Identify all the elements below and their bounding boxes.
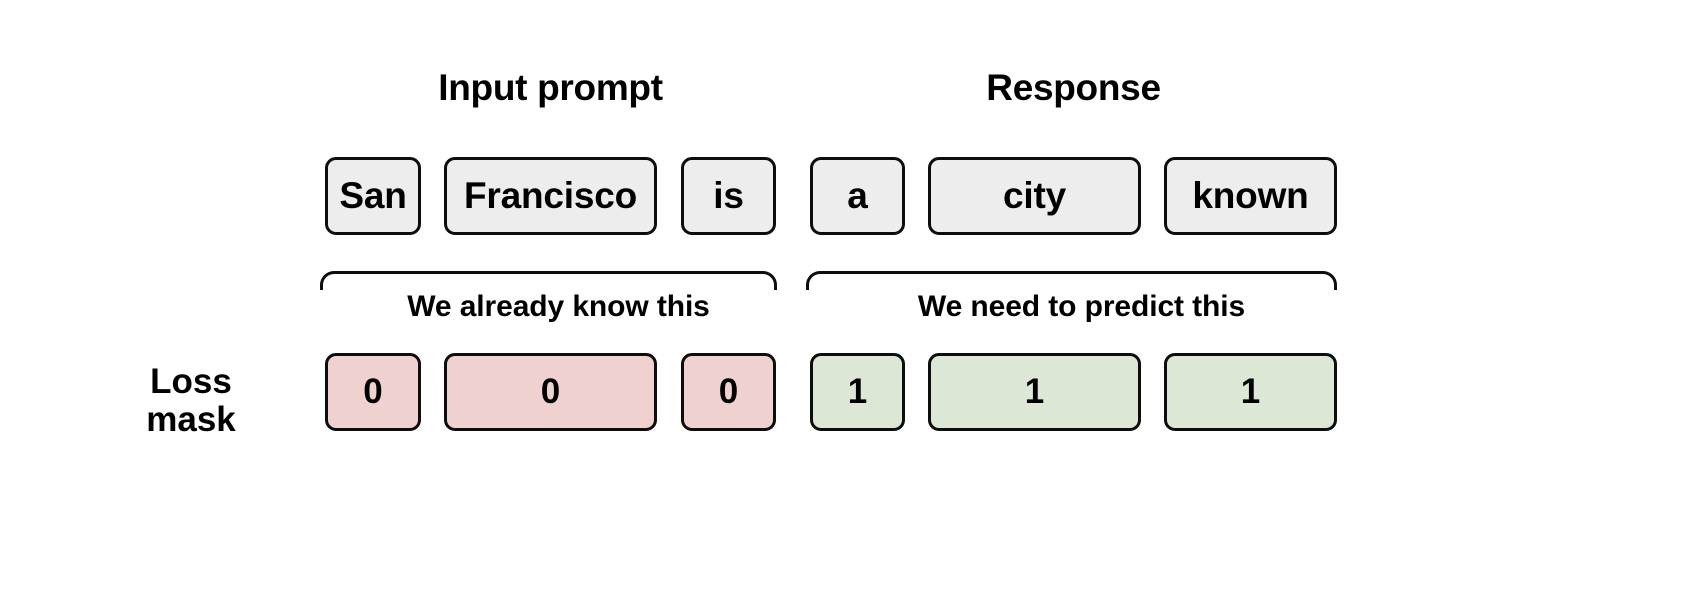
loss-mask-value-0: 0 [325, 353, 421, 431]
loss-mask-value-2: 0 [681, 353, 776, 431]
token-box-is: is [681, 157, 776, 235]
loss-mask-label-line1: Loss [150, 362, 232, 401]
loss-mask-value-3: 1 [810, 353, 905, 431]
token-box-city: city [928, 157, 1141, 235]
bracket-label-we-already-know-this: We already know this [320, 290, 797, 324]
section-header-input-prompt: Input prompt [438, 67, 663, 108]
section-header-response: Response [986, 67, 1161, 108]
bracket-label-we-need-to-predict-this: We need to predict this [806, 290, 1357, 324]
token-box-known: known [1164, 157, 1337, 235]
loss-mask-value-4: 1 [928, 353, 1141, 431]
loss-mask-value-1: 0 [444, 353, 657, 431]
loss-mask-row-label: Loss mask [78, 362, 304, 440]
loss-mask-label-line2: mask [146, 400, 236, 440]
loss-mask-value-5: 1 [1164, 353, 1337, 431]
token-box-a: a [810, 157, 905, 235]
token-box-francisco: Francisco [444, 157, 657, 235]
token-box-san: San [325, 157, 421, 235]
